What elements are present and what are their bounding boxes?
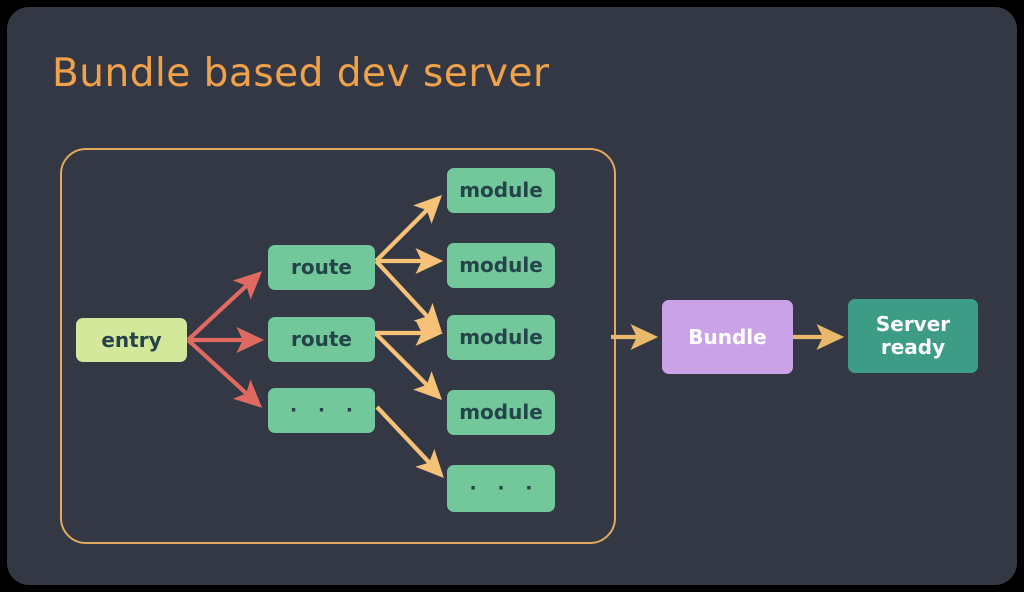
node-module-3[interactable]: module <box>447 315 555 360</box>
node-module-2[interactable]: module <box>447 243 555 288</box>
page-title: Bundle based dev server <box>52 51 550 96</box>
module-graph-group <box>60 148 616 544</box>
node-entry[interactable]: entry <box>76 318 187 362</box>
slide-canvas: Bundle based dev server <box>7 7 1017 585</box>
node-server-ready-label-line2: ready <box>880 335 946 359</box>
node-module-3-label: module <box>459 325 543 349</box>
node-route-1-label: route <box>291 255 352 279</box>
node-module-2-label: module <box>459 253 543 277</box>
node-bundle-label: Bundle <box>688 324 767 349</box>
node-bundle[interactable]: Bundle <box>662 300 793 374</box>
node-route-more-label: · · · <box>290 398 360 421</box>
node-server-ready[interactable]: Server ready <box>848 299 978 373</box>
node-module-1-label: module <box>459 178 543 202</box>
node-server-ready-label-line1: Server <box>875 312 951 336</box>
node-route-2-label: route <box>291 327 352 351</box>
node-module-4-label: module <box>459 400 543 424</box>
node-module-more-label: · · · <box>469 476 540 499</box>
node-module-more[interactable]: · · · <box>447 465 555 512</box>
node-entry-label: entry <box>101 327 162 352</box>
node-module-1[interactable]: module <box>447 168 555 213</box>
node-route-2[interactable]: route <box>268 317 375 362</box>
node-module-4[interactable]: module <box>447 390 555 435</box>
node-route-1[interactable]: route <box>268 245 375 290</box>
node-route-more[interactable]: · · · <box>268 388 375 433</box>
